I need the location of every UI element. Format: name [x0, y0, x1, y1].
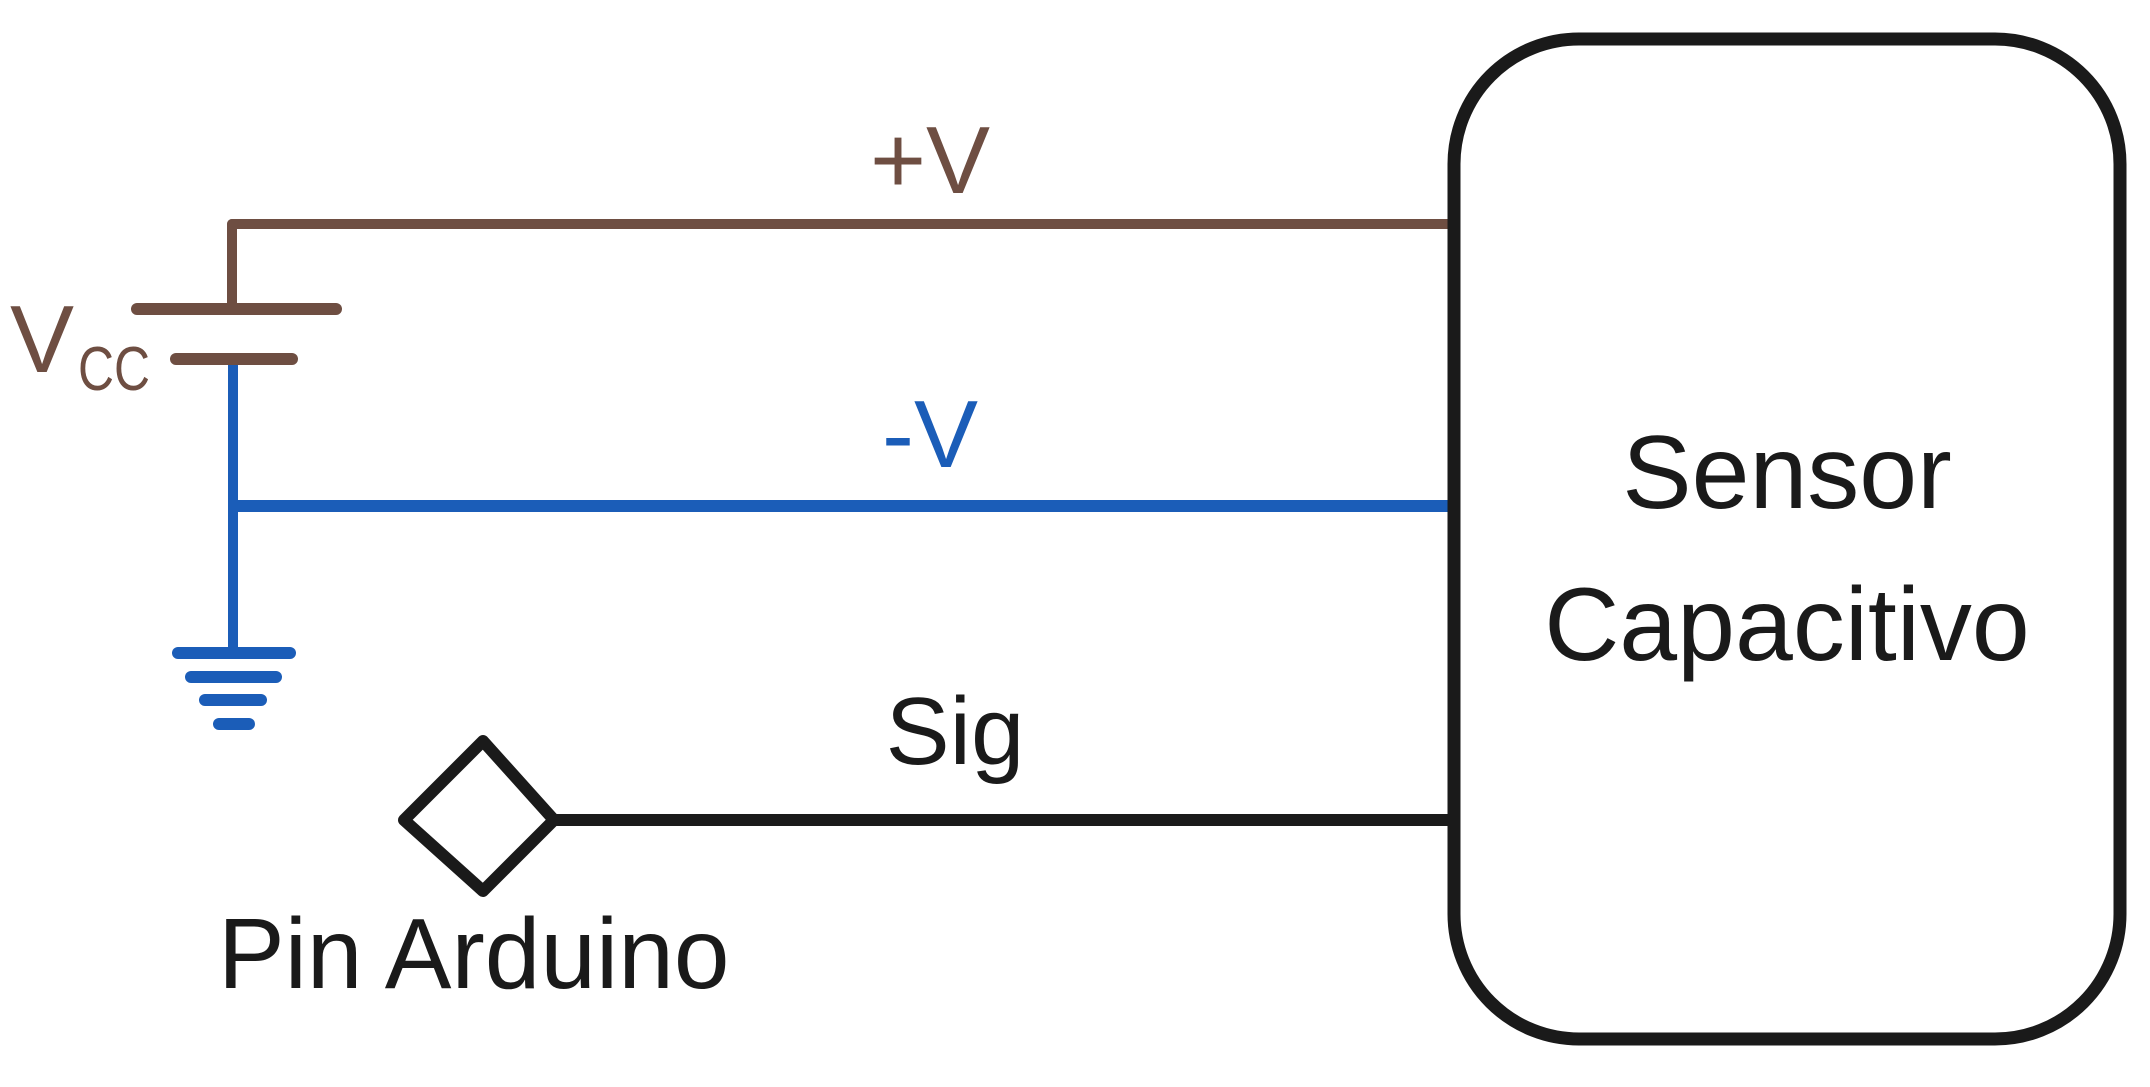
sensor-title-line-2: Capacitivo [1544, 567, 2030, 683]
vcc-label: VCC [10, 286, 150, 404]
positive-wire [227, 219, 1459, 309]
vcc-label-subscript: CC [78, 335, 150, 404]
negative-voltage-label: -V [882, 381, 978, 488]
sensor-box [1447, 32, 2127, 1046]
negative-wire [228, 365, 1454, 653]
ground-icon [172, 647, 296, 730]
arduino-pin-label: Pin Arduino [218, 898, 729, 1010]
vcc-label-main: V [10, 286, 74, 393]
battery-icon [131, 303, 342, 365]
signal-label: Sig [886, 678, 1025, 785]
sensor-title-line-1: Sensor [1622, 415, 1952, 531]
diamond-pin-icon [398, 735, 560, 897]
positive-voltage-label: +V [870, 107, 990, 214]
